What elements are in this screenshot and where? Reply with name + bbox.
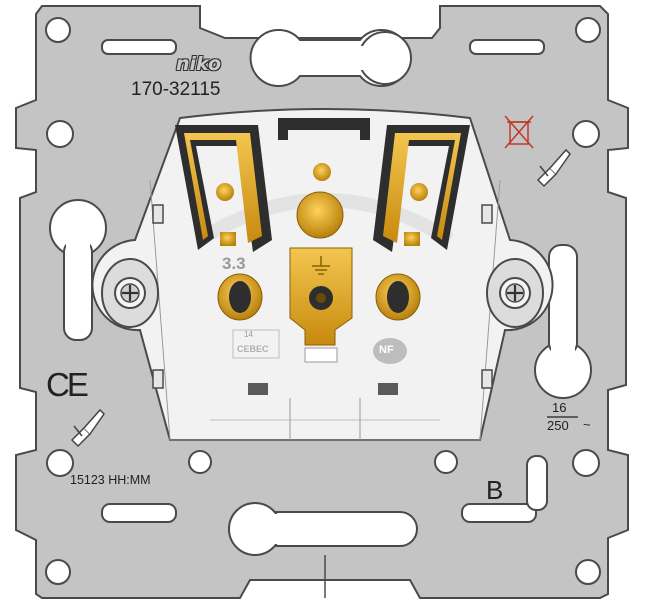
terminal-blocks	[175, 118, 470, 252]
right-screw-ear	[486, 258, 544, 328]
cebec-mark: CEBEC	[237, 344, 269, 354]
ground-contact	[289, 247, 353, 363]
cebec-number: 14	[244, 330, 253, 339]
date-code: 15123 HH:MM	[70, 473, 151, 487]
voltage-rating: 250	[547, 418, 569, 433]
nf-badge	[373, 338, 407, 364]
current-rating: 16	[552, 400, 567, 415]
brass-contacts	[216, 163, 428, 321]
frame-slots	[101, 39, 548, 523]
no-bin-icon	[504, 115, 534, 149]
screwdriver-icon	[70, 408, 105, 448]
screwdriver-icon	[536, 148, 571, 188]
part-number: 170-32115	[131, 79, 221, 100]
ground-symbol-icon	[312, 256, 330, 275]
variant-letter: B	[486, 475, 504, 505]
ground-marking: 3.3	[222, 254, 246, 273]
mounting-holes	[45, 17, 601, 585]
nf-mark: NF	[379, 344, 394, 356]
left-screw-ear	[101, 258, 159, 328]
ce-mark: CE	[46, 366, 89, 403]
brand-logo: niko	[176, 53, 222, 75]
ac-symbol: ~	[583, 417, 591, 432]
